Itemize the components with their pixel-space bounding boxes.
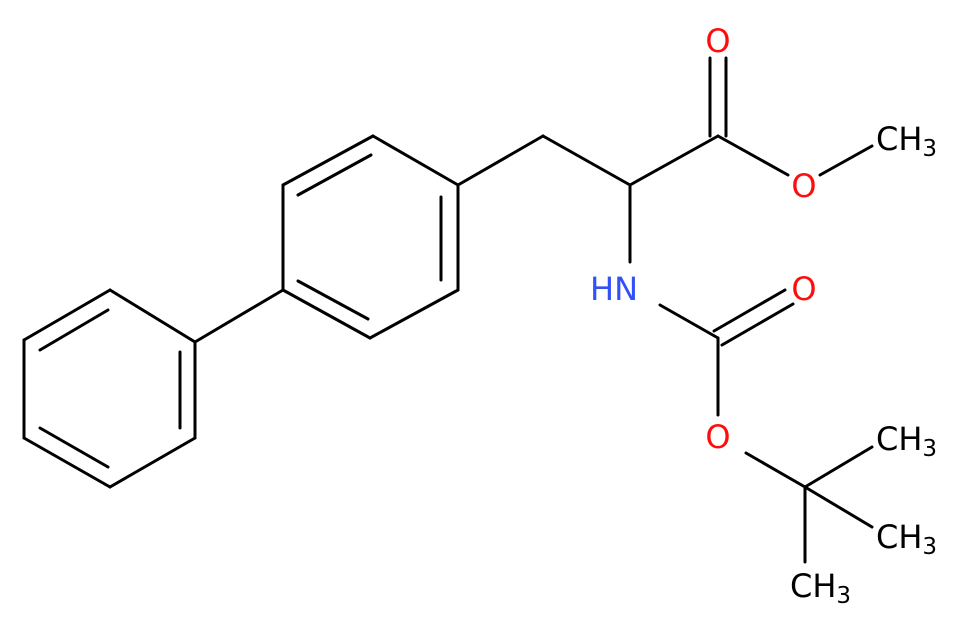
atom-label-methyl-subscript: 3 bbox=[922, 436, 937, 462]
atom-label-oxygen: O bbox=[791, 270, 816, 308]
atom-label-methyl: CH3 bbox=[790, 567, 851, 609]
bond-o-methyl bbox=[818, 144, 874, 177]
bond-ch2-calpha bbox=[541, 134, 632, 187]
atom-label-methyl-main: CH bbox=[876, 518, 922, 556]
bond bbox=[38, 308, 110, 352]
bond bbox=[281, 134, 375, 187]
bond bbox=[108, 436, 197, 489]
atom-label-methyl: CH3 bbox=[876, 120, 937, 162]
bond bbox=[38, 426, 110, 469]
bond bbox=[296, 279, 370, 321]
biphenyl-bond bbox=[193, 288, 285, 344]
atom-label-methyl-main: CH bbox=[876, 420, 922, 458]
atom-label-oxygen: O bbox=[705, 418, 730, 456]
bond-calpha-ester-c bbox=[628, 134, 720, 187]
bond bbox=[22, 436, 112, 489]
bond-n-carbamate-c bbox=[658, 303, 720, 340]
bond-carbamate-carbonyl bbox=[712, 288, 787, 333]
atom-label-nitrogen: HN bbox=[590, 270, 638, 308]
bond-ring-ch2 bbox=[456, 134, 545, 187]
atom-label-methyl-subscript: 3 bbox=[922, 136, 937, 162]
bond bbox=[371, 134, 460, 187]
bond bbox=[368, 288, 460, 340]
phenyl-ring bbox=[22, 288, 197, 489]
atom-label-methyl: CH3 bbox=[876, 420, 937, 462]
atom-label-oxygen: O bbox=[791, 167, 816, 205]
bond-tbu-ch3 bbox=[803, 445, 874, 489]
bond-carbamate-carbonyl bbox=[720, 302, 795, 347]
atom-label-methyl-main: CH bbox=[876, 120, 922, 158]
atom-label-oxygen: O bbox=[705, 22, 730, 60]
atom-label-methyl: CH3 bbox=[876, 518, 937, 560]
atom-label-methyl-main: CH bbox=[790, 567, 836, 605]
bond-ester-co bbox=[716, 134, 790, 177]
phenylene-ring bbox=[281, 134, 460, 340]
atom-label-methyl-subscript: 3 bbox=[922, 534, 937, 560]
atom-label-methyl-subscript: 3 bbox=[836, 583, 851, 609]
bond bbox=[22, 288, 112, 342]
bond bbox=[296, 153, 373, 197]
bond-tbu-ch3 bbox=[803, 485, 874, 529]
bond bbox=[281, 288, 372, 340]
bond bbox=[108, 288, 197, 344]
bond-o-tbu bbox=[744, 451, 807, 489]
